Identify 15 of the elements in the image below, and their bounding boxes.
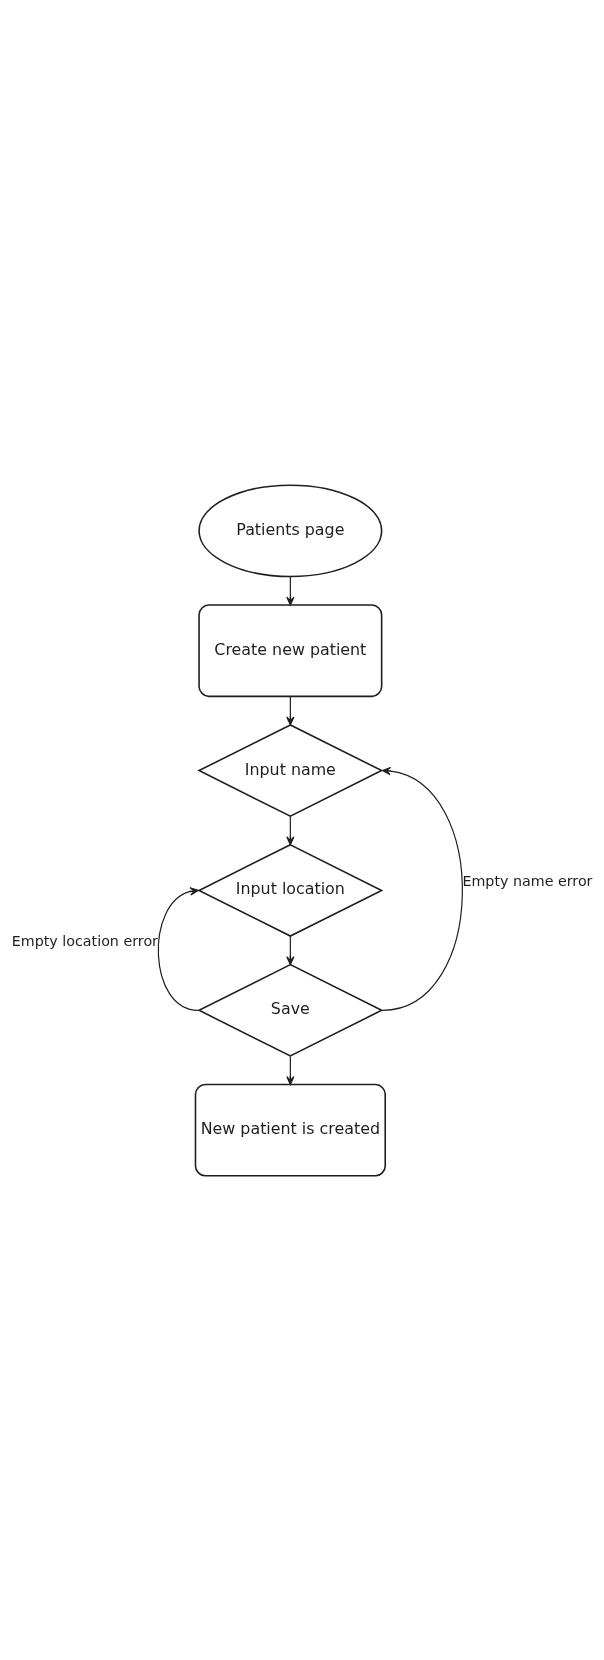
node-diamond: Save [197, 963, 384, 1057]
arrow [286, 815, 295, 845]
arrow [286, 1055, 295, 1085]
node-box: Create new patient [198, 603, 383, 697]
node-box: New patient is created [194, 1083, 386, 1177]
node-diamond: Input name [197, 723, 384, 817]
arrow [381, 766, 463, 1011]
edge-label: Empty location error [11, 932, 158, 949]
arrow [286, 695, 295, 725]
node-diamond: Input location [197, 843, 384, 937]
arrow [286, 575, 295, 606]
edge-label: Empty name error [462, 872, 593, 889]
node-ellipse: Patients page [198, 483, 383, 577]
arrow [157, 886, 199, 1011]
arrow [286, 935, 295, 965]
